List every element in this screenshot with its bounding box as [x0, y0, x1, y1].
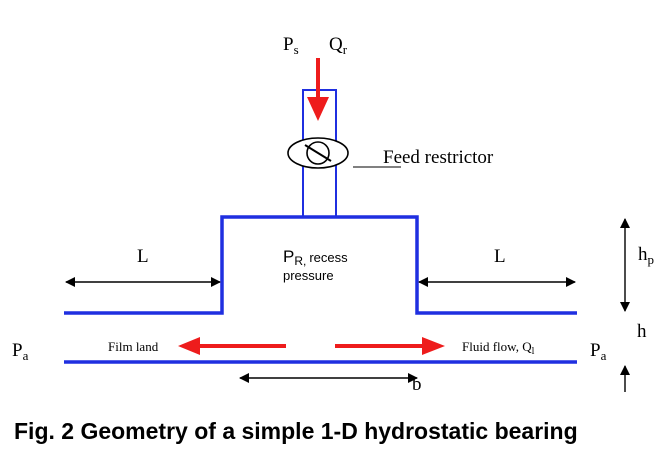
bearing-pad-outline	[64, 215, 577, 315]
label-ambient-pressure-right: Pa	[590, 340, 607, 363]
label-l-left: L	[137, 246, 149, 267]
label-fluid-flow: Fluid flow, Ql	[462, 339, 535, 357]
label-recess-pressure: PR,recess	[283, 247, 348, 268]
label-l-right: L	[494, 246, 506, 267]
label-film-land: Film land	[108, 339, 159, 354]
label-feed-restrictor: Feed restrictor	[383, 147, 494, 168]
label-supply-pressure: Ps	[283, 34, 299, 57]
film-flow-arrow-left	[178, 337, 286, 355]
film-flow-arrow-right	[335, 337, 445, 355]
supply-flow-arrow	[307, 58, 329, 121]
label-recess-depth: hp	[638, 244, 654, 267]
label-width-b: b	[412, 374, 422, 395]
label-film-thickness: h	[637, 321, 647, 342]
feed-restrictor-valve-icon	[287, 137, 349, 169]
label-recess-pressure-2: pressure	[283, 268, 334, 283]
figure-caption: Fig. 2 Geometry of a simple 1-D hydrosta…	[14, 418, 578, 444]
label-flow-rate: Qr	[329, 34, 348, 57]
label-ambient-pressure-left: Pa	[12, 340, 29, 363]
